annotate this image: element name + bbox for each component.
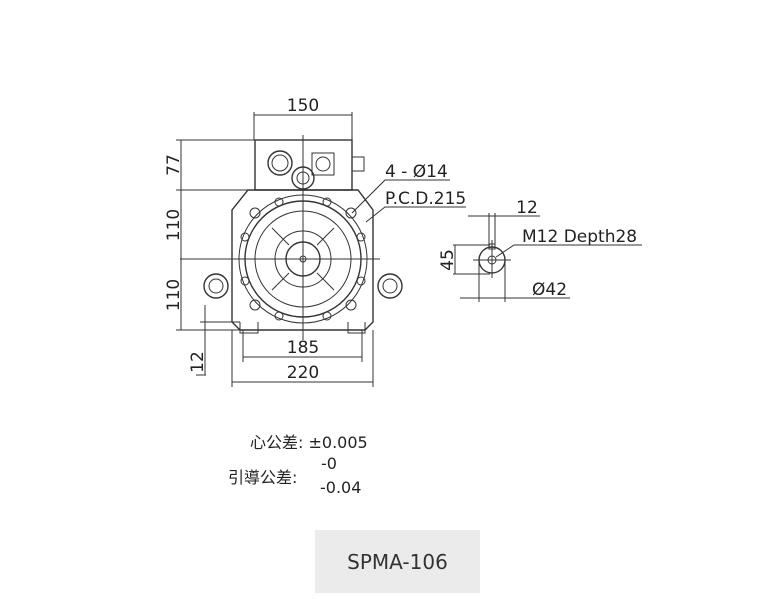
dim-left-vertical: 77 110 110 12 (164, 139, 255, 376)
callout-bolt-holes: 4 - Ø14 (385, 162, 448, 182)
motor-flange (180, 135, 403, 340)
bolt-holes (240, 197, 366, 321)
dim-110-upper: 110 (164, 209, 184, 241)
dim-bottom: 185 220 (231, 330, 374, 387)
dim-150: 150 (287, 96, 319, 116)
center-tolerance: 心公差: ±0.005 (250, 429, 368, 453)
guide-tolerance-lower: -0.04 (320, 478, 362, 497)
dim-12-foot: 12 (188, 351, 208, 373)
center-tolerance-value: ±0.005 (308, 433, 368, 452)
guide-tolerance-label: 引導公差: (228, 468, 298, 487)
shaft-detail: 12 M12 Depth28 45 Ø42 (438, 198, 642, 302)
dim-key-12: 12 (516, 198, 538, 218)
dim-diameter-42: Ø42 (532, 280, 567, 300)
model-button[interactable]: SPMA-106 (315, 530, 480, 593)
callout-tap: M12 Depth28 (522, 227, 637, 247)
guide-tolerance-upper: -0 (321, 454, 337, 473)
center-tolerance-label: 心公差: (250, 433, 304, 452)
dim-77: 77 (164, 154, 184, 176)
dim-220: 220 (287, 363, 319, 383)
dim-45: 45 (438, 249, 458, 271)
junction-box (254, 139, 365, 191)
dim-110-lower: 110 (164, 279, 184, 311)
dim-185: 185 (287, 338, 319, 358)
callouts: 4 - Ø14 P.C.D.215 (351, 162, 466, 223)
callout-pcd: P.C.D.215 (385, 189, 466, 209)
dim-box-width: 150 (253, 96, 353, 140)
